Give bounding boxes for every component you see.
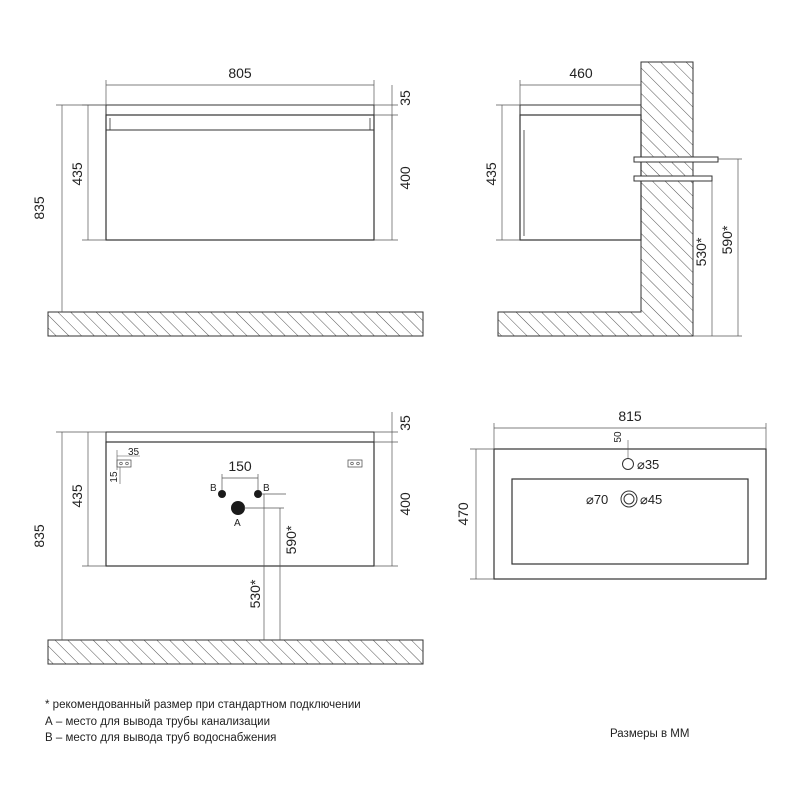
dim-spacing-150 bbox=[221, 474, 259, 490]
supply-point-right bbox=[254, 490, 262, 498]
dim-400-label: 400 bbox=[397, 166, 413, 190]
supply-point-left bbox=[218, 490, 226, 498]
dim-rear-835-label: 835 bbox=[31, 524, 47, 548]
dim-top-35 bbox=[374, 85, 398, 130]
dim-835-label: 835 bbox=[31, 196, 47, 220]
dim-side-435-label: 435 bbox=[483, 162, 499, 186]
dim-mount-35-label: 35 bbox=[128, 447, 140, 458]
pipe-stub-lower bbox=[633, 175, 713, 182]
basin-bowl bbox=[511, 478, 749, 565]
units-note: Размеры в ММ bbox=[610, 728, 690, 740]
dim-rear-35-label: 35 bbox=[397, 415, 413, 431]
drain-point bbox=[231, 501, 245, 515]
note-b-supply: В – место для вывода труб водоснабжения bbox=[45, 732, 277, 744]
rear-view: 35 15 B B A 150 590* 530* bbox=[31, 412, 424, 665]
dim-total-835 bbox=[56, 104, 106, 312]
floor-rear bbox=[47, 639, 424, 665]
dim-side-435 bbox=[496, 104, 520, 241]
mount-slot-left bbox=[116, 459, 132, 468]
dim-rear-400-label: 400 bbox=[397, 492, 413, 516]
dim-530-label: 530* bbox=[693, 237, 709, 266]
dim-drawer-400 bbox=[374, 115, 398, 241]
cabinet-front bbox=[105, 114, 375, 241]
countertop-rear bbox=[105, 431, 375, 443]
dim-tap-50-label: 50 bbox=[613, 431, 624, 443]
countertop-front bbox=[105, 104, 375, 116]
label-b-left: B bbox=[210, 483, 217, 494]
drain-outer-label: ⌀70 bbox=[586, 492, 608, 507]
tap-hole-label: ⌀35 bbox=[637, 457, 659, 472]
note-a-drain: А – место для вывода трубы канализации bbox=[45, 715, 271, 728]
cabinet-side bbox=[519, 114, 642, 241]
drain-inner bbox=[623, 493, 635, 505]
dim-590-label: 590* bbox=[719, 225, 735, 254]
dim-width-805 bbox=[105, 80, 375, 105]
dim-pipe-590 bbox=[718, 158, 742, 336]
dim-435-label: 435 bbox=[69, 162, 85, 186]
dim-rear-530-label: 530* bbox=[247, 579, 263, 608]
label-a: A bbox=[234, 518, 241, 529]
floor-front bbox=[47, 311, 424, 337]
dim-depth-460 bbox=[519, 80, 641, 105]
dim-815-label: 815 bbox=[618, 408, 642, 424]
dim-805-label: 805 bbox=[228, 65, 252, 81]
dim-depth-470 bbox=[470, 448, 494, 580]
dim-470-label: 470 bbox=[455, 502, 471, 526]
tap-hole bbox=[622, 458, 634, 470]
drain-inner-label: ⌀45 bbox=[640, 492, 662, 507]
floor-wall-side bbox=[497, 61, 694, 337]
front-view: 805 35 400 435 835 bbox=[31, 65, 424, 337]
dim-rear-435-label: 435 bbox=[69, 484, 85, 508]
dim-supply-530 bbox=[262, 493, 286, 640]
dim-rear-590-label: 590* bbox=[283, 525, 299, 554]
dim-mount-15-label: 15 bbox=[109, 471, 120, 483]
note-recommended: * рекомендованный размер при стандартном… bbox=[45, 699, 361, 711]
countertop-side bbox=[519, 104, 642, 116]
dim-35-label: 35 bbox=[397, 90, 413, 106]
drain-outer bbox=[620, 490, 638, 508]
dim-width-815 bbox=[493, 423, 767, 449]
dim-460-label: 460 bbox=[569, 65, 593, 81]
notes: * рекомендованный размер при стандартном… bbox=[45, 697, 361, 747]
dim-150-label: 150 bbox=[228, 458, 252, 474]
top-view: 815 470 50 ⌀35 ⌀70 ⌀45 bbox=[455, 408, 767, 580]
dim-pipe-530 bbox=[693, 181, 742, 337]
dim-cabinet-435 bbox=[82, 104, 106, 241]
mount-slot-right bbox=[347, 459, 363, 468]
pipe-stub-upper bbox=[633, 156, 719, 163]
side-view: 460 435 530* 590* bbox=[483, 61, 742, 337]
label-b-right: B bbox=[263, 483, 270, 494]
